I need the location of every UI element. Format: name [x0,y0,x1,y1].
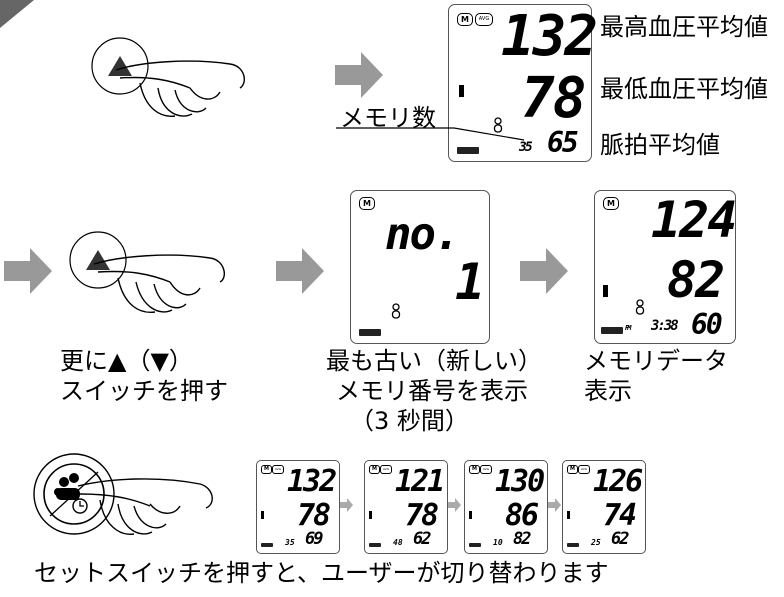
arrow-right-icon [520,248,568,294]
person-icon [391,303,401,319]
diastolic-value: 86 [505,498,539,533]
battery-icon [601,327,623,334]
m-badge: M [469,465,480,474]
person-icon [635,299,645,315]
set-switch-icon [33,453,213,535]
pulse-value: 82 [513,529,532,549]
label-dia-avg: 最低血圧平均値 [600,75,768,103]
indicator-bar [603,285,608,297]
corner-decoration [0,0,34,28]
m-badge: M [567,465,578,474]
battery-icon [359,329,381,336]
memory-count: 35 [519,140,533,155]
memory-number: 1 [455,253,485,311]
pulse-value: 69 [305,529,324,549]
avg-badge: AVG [480,465,492,474]
arrow-right-icon [448,498,461,512]
systolic-value: 121 [395,464,445,499]
diastolic-value: 82 [667,251,725,309]
m-badge: M [457,13,473,26]
caption-step3-line2: 表示 [584,377,632,405]
diastolic-value: 78 [297,498,331,533]
caption-step2-line3: （3 秒間） [350,407,469,435]
avg-badge: AVG [578,465,590,474]
arrow-right-icon [335,52,383,98]
finger-press-icon [91,37,246,117]
avg-badge: AVG [380,465,392,474]
pulse-value: 62 [611,529,630,549]
diastolic-value: 74 [603,498,637,533]
label-pulse-avg: 脈拍平均値 [600,131,720,159]
indicator-bar [469,511,472,519]
finger-press-icon [69,231,226,313]
avg-badge: AVG [272,465,284,474]
indicator-bar [261,511,264,519]
no-text: no. [385,209,460,260]
lcd-average: M AVG 132 78 35 65 [448,4,598,162]
memory-count: 48 [393,538,403,547]
caption-step1-line2: スイッチを押す [60,377,228,405]
systolic-value: 124 [651,191,737,249]
label-memory-count: メモリ数 [340,104,436,132]
battery-icon [261,543,273,547]
memory-count: 25 [591,538,601,547]
battery-icon [567,543,579,547]
time-value: 3:38 [651,318,679,334]
caption-step2-line2: メモリ番号を表示 [336,377,528,405]
caption-step3-line1: メモリデータ [584,347,728,375]
memory-count: 10 [493,538,503,547]
indicator-bar [459,85,464,97]
arrow-right-icon [276,248,324,294]
diastolic-value: 78 [405,498,439,533]
systolic-value: 130 [495,464,545,499]
systolic-value: 126 [593,464,643,499]
memory-count-leader-line [336,127,525,141]
indicator-bar [567,511,570,519]
m-badge: M [261,465,272,474]
systolic-value: 132 [501,4,598,69]
battery-icon [369,543,381,547]
pulse-value: 62 [413,529,432,549]
lcd-memory-data: M 124 82 PM 3:38 60 [594,190,737,344]
systolic-value: 132 [287,464,337,499]
battery-icon [457,147,479,154]
arrow-right-icon [340,498,353,512]
label-sys-avg: 最高血圧平均値 [600,13,768,41]
arrow-right-icon [548,498,561,512]
pulse-value: 60 [691,308,723,341]
avg-badge: AVG [475,13,493,26]
diastolic-value: 78 [521,66,586,131]
arrow-right-icon [4,248,52,294]
caption-step2-line1: 最も古い（新しい） [326,347,542,375]
person-icon [493,117,503,133]
m-badge: M [603,197,619,210]
memory-count: 35 [285,538,295,547]
m-badge: M [359,197,375,210]
caption-step1-line1: 更に▲（▼） [60,347,193,375]
clock-icon [72,498,88,514]
pm-label: PM [625,324,632,332]
users-icon [54,473,80,500]
indicator-bar [369,511,372,519]
pulse-value: 65 [547,126,579,159]
caption-bottom: セットスイッチを押すと、ユーザーが切り替わります [34,559,609,587]
lcd-memory-number: M no. 1 [350,190,490,344]
m-badge: M [369,465,380,474]
battery-icon [469,543,481,547]
